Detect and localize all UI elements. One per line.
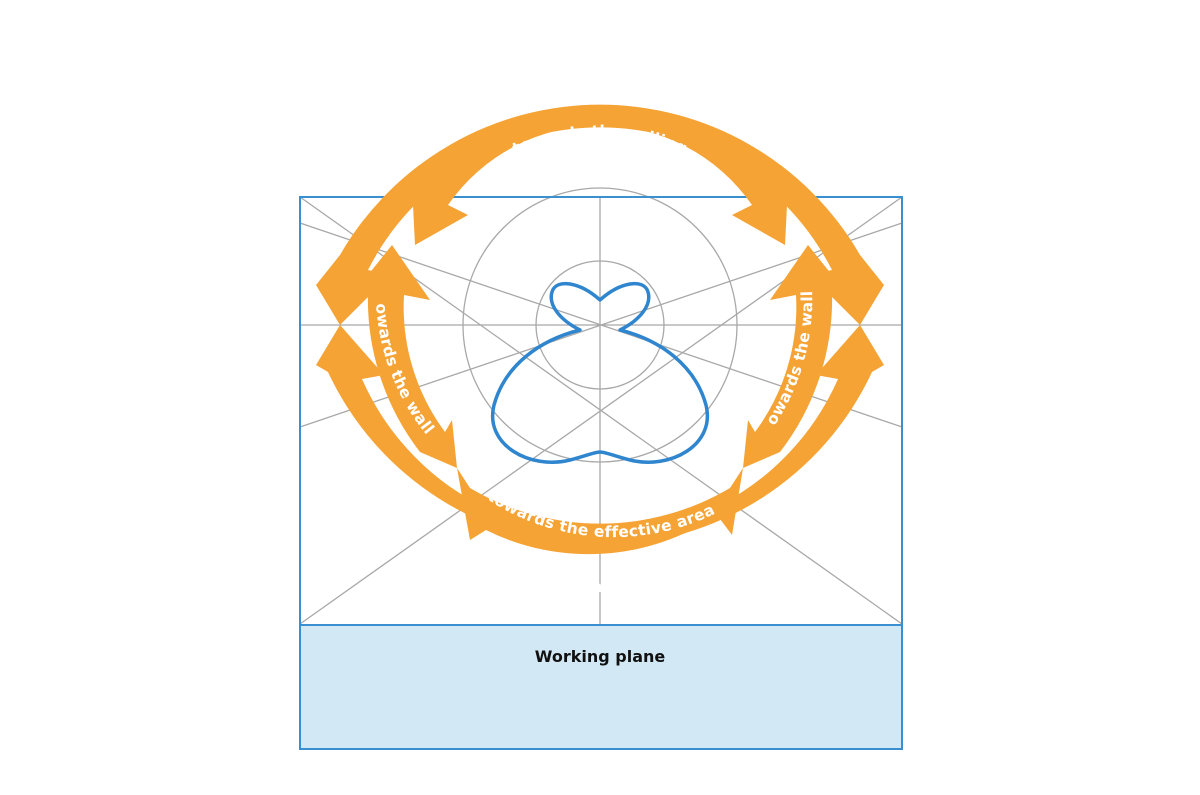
upper-flux-label: Upper luminous flux: [506, 18, 694, 51]
intensity-distribution-curve: [490, 281, 710, 464]
walls-right-arrow: [743, 245, 848, 468]
working-plane: [300, 625, 902, 749]
flux-arrows: [316, 104, 884, 555]
walls-left-arrow: [352, 245, 457, 468]
ceiling-arrow: [413, 105, 787, 245]
room-outline: [299, 196, 903, 750]
working-plane-label: Working plane: [535, 647, 666, 666]
